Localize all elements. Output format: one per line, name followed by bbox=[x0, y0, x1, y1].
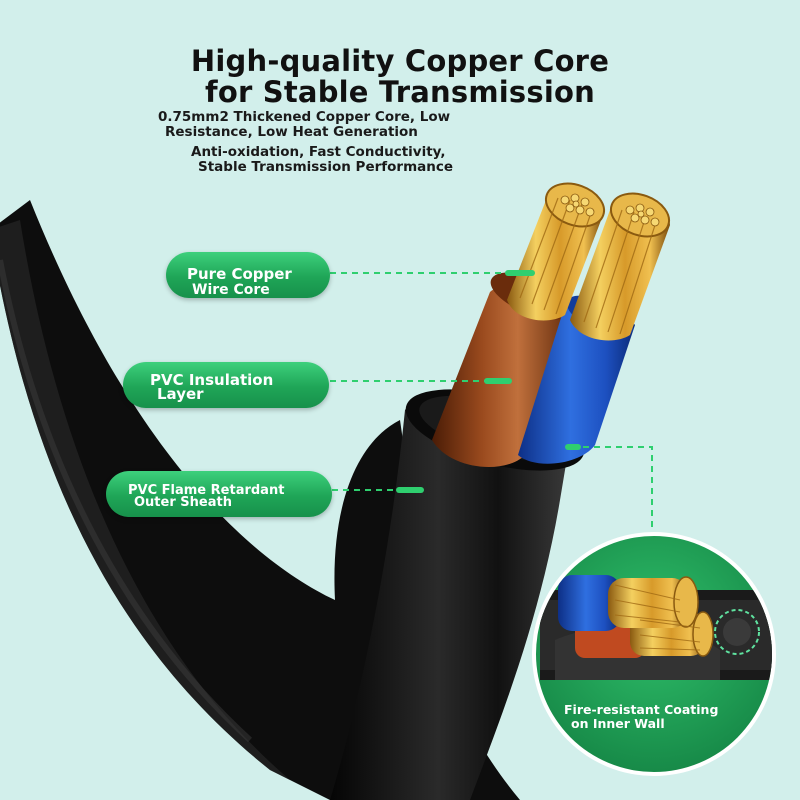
feature-1-line-2: Resistance, Low Heat Generation bbox=[165, 124, 418, 140]
callout-2-line-2: Layer bbox=[157, 385, 204, 403]
inset-label-line-2: on Inner Wall bbox=[571, 716, 665, 731]
brown-insulation bbox=[432, 284, 575, 467]
callout-3-line-1: PVC Flame Retardant bbox=[128, 483, 285, 498]
outer-sheath-end bbox=[330, 398, 570, 800]
callout-pvc-insulation-layer: PVC Insulation Layer bbox=[123, 362, 329, 408]
inset-label-line-1: Fire-resistant Coating bbox=[564, 702, 719, 717]
callout-pvc-flame-retardant-outer-sheath: PVC Flame Retardant Outer Sheath bbox=[106, 471, 332, 517]
title-line-2: for Stable Transmission bbox=[205, 75, 595, 109]
blue-insulation bbox=[518, 301, 635, 464]
callout-pure-copper-wire-core: Pure Copper Wire Core bbox=[166, 252, 330, 298]
feature-2-line-1: Anti-oxidation, Fast Conductivity, bbox=[191, 144, 446, 160]
callout-3-line-2: Outer Sheath bbox=[134, 495, 232, 510]
callout-2-line-1: PVC Insulation bbox=[150, 371, 274, 389]
feature-2-line-2: Stable Transmission Performance bbox=[198, 159, 454, 175]
callout-1-line-2: Wire Core bbox=[192, 282, 270, 298]
title-line-1: High-quality Copper Core bbox=[190, 44, 610, 78]
callout-1-line-1: Pure Copper bbox=[187, 265, 292, 283]
dashed-leader-lines bbox=[330, 272, 653, 530]
feature-1-line-1: 0.75mm2 Thickened Copper Core, Low bbox=[158, 109, 451, 125]
